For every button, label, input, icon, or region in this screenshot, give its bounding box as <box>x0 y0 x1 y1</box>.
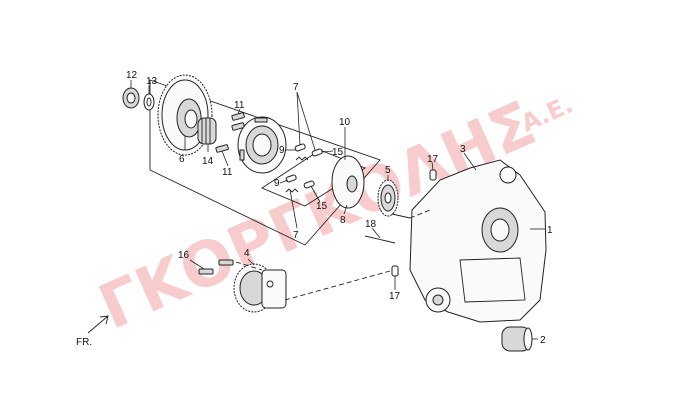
callout-8: 8 <box>340 215 346 226</box>
front-direction-arrow: FR. <box>76 315 109 348</box>
direction-label: FR. <box>76 337 92 348</box>
callout-13: 13 <box>146 76 158 87</box>
crankcase-1 <box>409 159 547 323</box>
watermark-suffix: Α.Ε. <box>517 90 577 137</box>
needle-bearing-14 <box>197 117 217 145</box>
callout-6: 6 <box>179 154 185 165</box>
callout-11-bottom: 11 <box>222 167 233 178</box>
axis-lines <box>235 209 431 301</box>
callout-9-bottom: 9 <box>274 178 280 189</box>
callout-2: 2 <box>540 335 546 346</box>
rollers-springs <box>285 143 323 193</box>
subassembly-frame <box>149 79 381 246</box>
callout-17-top: 17 <box>427 154 439 165</box>
bolts-11 <box>215 112 245 153</box>
callout-11-top: 11 <box>234 100 245 111</box>
bushing-2 <box>501 326 533 352</box>
callout-10: 10 <box>339 117 351 128</box>
callout-15-bottom: 15 <box>316 201 328 212</box>
disc-8 <box>331 155 365 209</box>
inner-frame <box>261 149 366 207</box>
callout-3: 3 <box>460 144 466 155</box>
callout-7-bottom: 7 <box>293 230 299 241</box>
clutch-housing <box>237 116 287 174</box>
leader-lines <box>130 80 545 340</box>
callout-17-bottom: 17 <box>389 291 401 302</box>
callout-14: 14 <box>202 156 214 167</box>
callout-15-top: 15 <box>332 147 344 158</box>
screws-16 <box>198 259 234 275</box>
callout-1: 1 <box>547 225 553 236</box>
oil-pump-4 <box>233 263 287 313</box>
bolts-18 <box>364 213 411 244</box>
callout-16: 16 <box>178 250 190 261</box>
washer-13 <box>143 93 155 111</box>
callout-9-top: 9 <box>279 145 285 156</box>
callouts: 12 13 6 14 11 11 7 7 9 9 15 15 10 8 5 17… <box>126 70 553 346</box>
bearing-12 <box>122 87 140 109</box>
callout-5: 5 <box>385 165 391 176</box>
callout-18: 18 <box>365 219 377 230</box>
gear-5 <box>377 179 399 217</box>
frame-outline <box>149 79 381 246</box>
callout-7-top: 7 <box>293 82 299 93</box>
callout-4: 4 <box>244 248 250 259</box>
callout-12: 12 <box>126 70 138 81</box>
